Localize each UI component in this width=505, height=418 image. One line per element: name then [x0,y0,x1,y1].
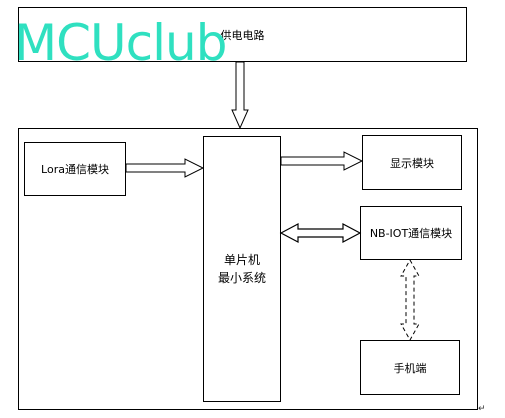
phone-box: 手机端 [360,340,460,395]
nbiot-phone-dashed-arrow [400,258,420,342]
power-supply-label: 供电电路 [220,28,265,42]
display-module-label: 显示模块 [390,156,434,170]
mcu-box: 单片机 最小系统 [203,136,281,402]
mcu-label-line2: 最小系统 [217,271,266,285]
lora-to-mcu-arrow [125,158,205,178]
display-module-box: 显示模块 [362,135,462,190]
power-to-mcu-arrow [231,61,249,130]
phone-label: 手机端 [393,361,427,375]
nbiot-module-box: NB-IOT通信模块 [360,206,462,260]
nbiot-module-label: NB-IOT通信模块 [369,227,453,240]
lora-module-label: Lora通信模块 [41,163,109,176]
mcu-nbiot-bidirectional-arrow [279,223,362,243]
power-supply-box: 供电电路 [18,7,467,62]
mcu-to-display-arrow [280,151,364,171]
paragraph-mark: ↵ [478,404,486,414]
mcu-label: 单片机 最小系统 [218,251,266,287]
mcu-label-line1: 单片机 [223,253,260,267]
